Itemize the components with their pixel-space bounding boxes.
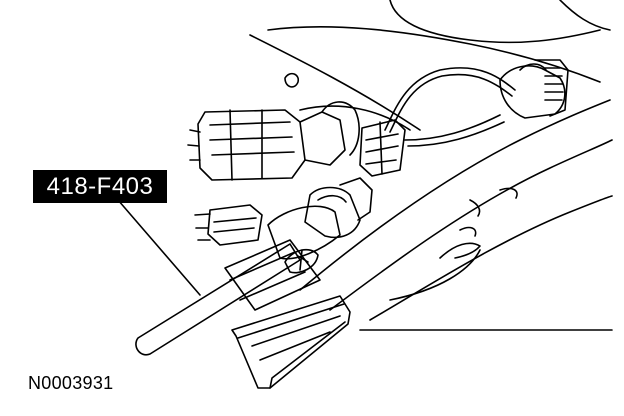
body-panel-contours	[249, 0, 611, 131]
small-connector	[359, 119, 406, 177]
tool-callout-label: 418-F403	[33, 170, 167, 203]
callout-leader	[117, 199, 201, 296]
special-tool-418-F403	[135, 205, 351, 389]
figure-id-label: N0003931	[28, 373, 114, 393]
frame-rail	[299, 99, 613, 331]
rear-round-connector	[499, 59, 569, 119]
harness-boot	[304, 177, 373, 239]
wiring-harness	[384, 67, 516, 147]
lower-connector	[194, 204, 263, 246]
upper-connector-block	[187, 101, 360, 181]
